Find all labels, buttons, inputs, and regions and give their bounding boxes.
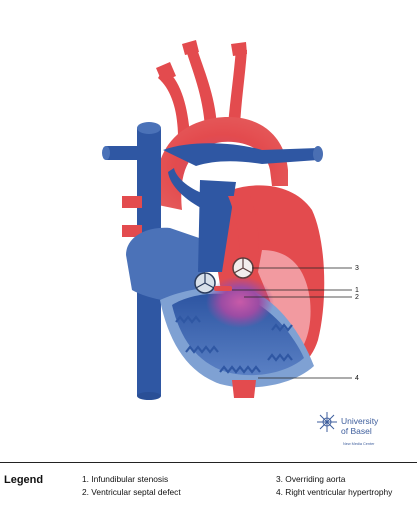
- callout-1: 1: [355, 287, 359, 294]
- legend-title: Legend: [4, 474, 44, 486]
- legend-item-1: 1. Infundibular stenosis: [82, 474, 169, 484]
- legend-item-4: 4. Right ventricular hypertrophy: [276, 487, 393, 497]
- trabeculations: [175, 315, 293, 374]
- infundibular-stenosis: [214, 286, 232, 291]
- pulmonary-valve: [194, 272, 216, 294]
- callout-lines: [232, 267, 352, 379]
- university-logo: University of Basel New Media Center: [316, 411, 406, 453]
- legend-item-2: 2. Ventricular septal defect: [82, 487, 181, 497]
- logo-wordmark: University of Basel: [341, 416, 379, 436]
- aortic-arch-branches: [156, 40, 247, 138]
- tetralogy-of-fallot-diagram: 3 1 2 4: [102, 40, 359, 400]
- pulmonary-arteries: [163, 143, 323, 210]
- aortic-valve: [232, 257, 254, 279]
- legend-item-3: 3. Overriding aorta: [276, 474, 346, 484]
- logo-line-2: of Basel: [341, 425, 372, 436]
- aorta: [156, 117, 288, 210]
- aortic-root: [228, 196, 259, 268]
- ventricular-septal-defect: [206, 276, 274, 328]
- logo-line-1: University: [341, 416, 379, 426]
- callout-2: 2: [355, 294, 359, 301]
- apex: [232, 380, 256, 398]
- pulmonary-trunk: [198, 180, 236, 272]
- right-atrium: [126, 227, 205, 302]
- basel-emblem-icon: [317, 412, 337, 432]
- callout-4: 4: [355, 375, 359, 382]
- logo-subtitle: New Media Center: [343, 442, 375, 446]
- legend-divider: [0, 462, 417, 463]
- callout-3: 3: [355, 265, 359, 272]
